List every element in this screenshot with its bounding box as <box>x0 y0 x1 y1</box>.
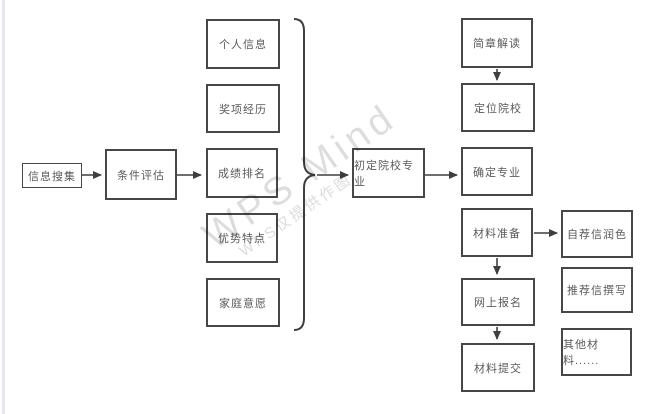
node-label: 成绩排名 <box>218 168 266 180</box>
node-online-registration[interactable]: 网上报名 <box>461 278 535 326</box>
node-recommendation-letter[interactable]: 推荐信撰写 <box>561 267 633 313</box>
node-material-prep[interactable]: 材料准备 <box>461 208 533 257</box>
node-label: 推荐信撰写 <box>567 285 627 297</box>
node-label: 确定专业 <box>473 166 521 179</box>
node-label: 条件评估 <box>117 169 165 182</box>
node-material-submit[interactable]: 材料提交 <box>461 343 535 392</box>
node-confirm-major[interactable]: 确定专业 <box>461 147 533 196</box>
node-label: 信息搜集 <box>28 170 76 183</box>
node-info-collect[interactable]: 信息搜集 <box>22 163 82 188</box>
node-label: 优势特点 <box>218 233 266 245</box>
node-family-wish[interactable]: 家庭意愿 <box>206 278 280 327</box>
node-brochure-reading[interactable]: 简章解读 <box>461 18 533 68</box>
node-locate-school[interactable]: 定位院校 <box>461 83 535 132</box>
node-label: 个人信息 <box>219 39 267 51</box>
node-preliminary-school-major[interactable]: 初定院校专业 <box>352 148 425 198</box>
node-label: 简章解读 <box>473 38 521 50</box>
node-grades[interactable]: 成绩排名 <box>206 148 278 198</box>
node-label: 定位院校 <box>474 102 522 115</box>
node-label: 材料提交 <box>474 362 522 375</box>
node-label: 材料准备 <box>473 227 521 240</box>
node-strengths[interactable]: 优势特点 <box>206 213 278 263</box>
node-label: 自荐信润色 <box>567 229 627 241</box>
node-label: 初定院校专业 <box>354 160 414 188</box>
node-label: 奖项经历 <box>219 103 267 116</box>
node-personal-info[interactable]: 个人信息 <box>206 19 280 69</box>
node-condition-eval[interactable]: 条件评估 <box>105 149 177 200</box>
node-label: 网上报名 <box>474 297 522 309</box>
curly-brace <box>293 18 316 331</box>
node-label: 家庭意愿 <box>219 297 267 310</box>
left-edge-strip <box>2 0 5 414</box>
node-other-materials[interactable]: 其他材料...... <box>561 328 632 376</box>
node-label: 其他材料...... <box>563 339 600 367</box>
node-awards[interactable]: 奖项经历 <box>206 84 280 133</box>
node-self-letter-polish[interactable]: 自荐信润色 <box>561 210 633 258</box>
